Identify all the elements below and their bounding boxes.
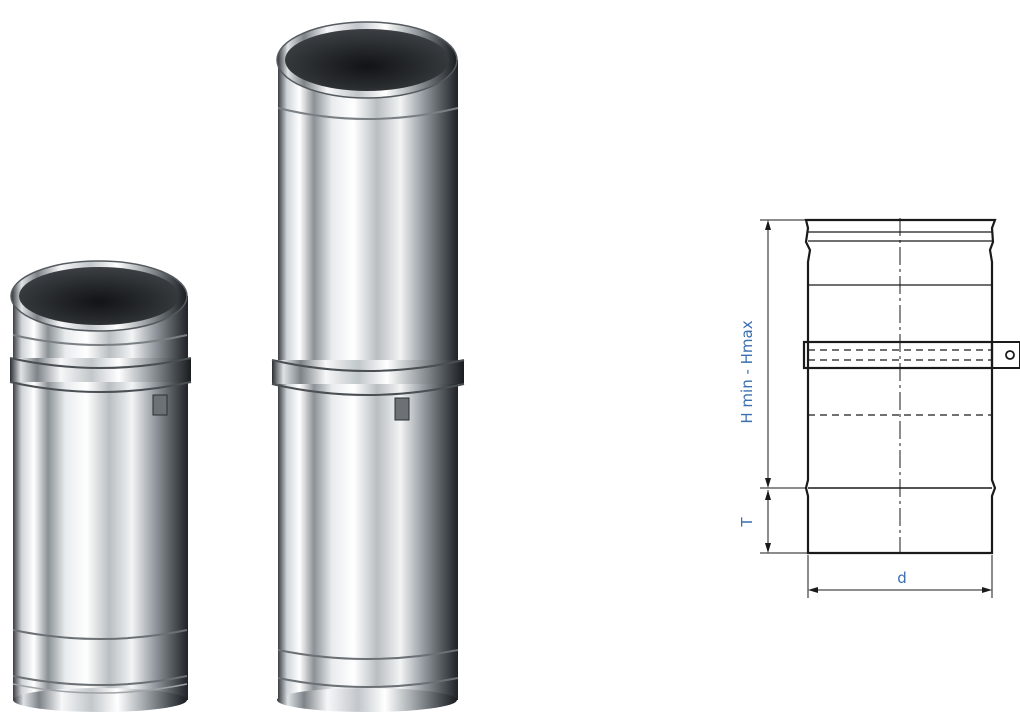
pipe-outline bbox=[804, 218, 997, 555]
clamp-bolt bbox=[1005, 350, 1015, 360]
label-t: T bbox=[738, 517, 756, 528]
clamp-lug bbox=[991, 341, 1020, 369]
label-d: d bbox=[897, 569, 907, 587]
label-h-range: H min - Hmax bbox=[738, 320, 756, 423]
clamp-band bbox=[802, 340, 994, 370]
pipe-extended bbox=[271, 21, 465, 712]
technical-drawing bbox=[760, 218, 1020, 598]
pipe-collapsed bbox=[9, 260, 192, 712]
